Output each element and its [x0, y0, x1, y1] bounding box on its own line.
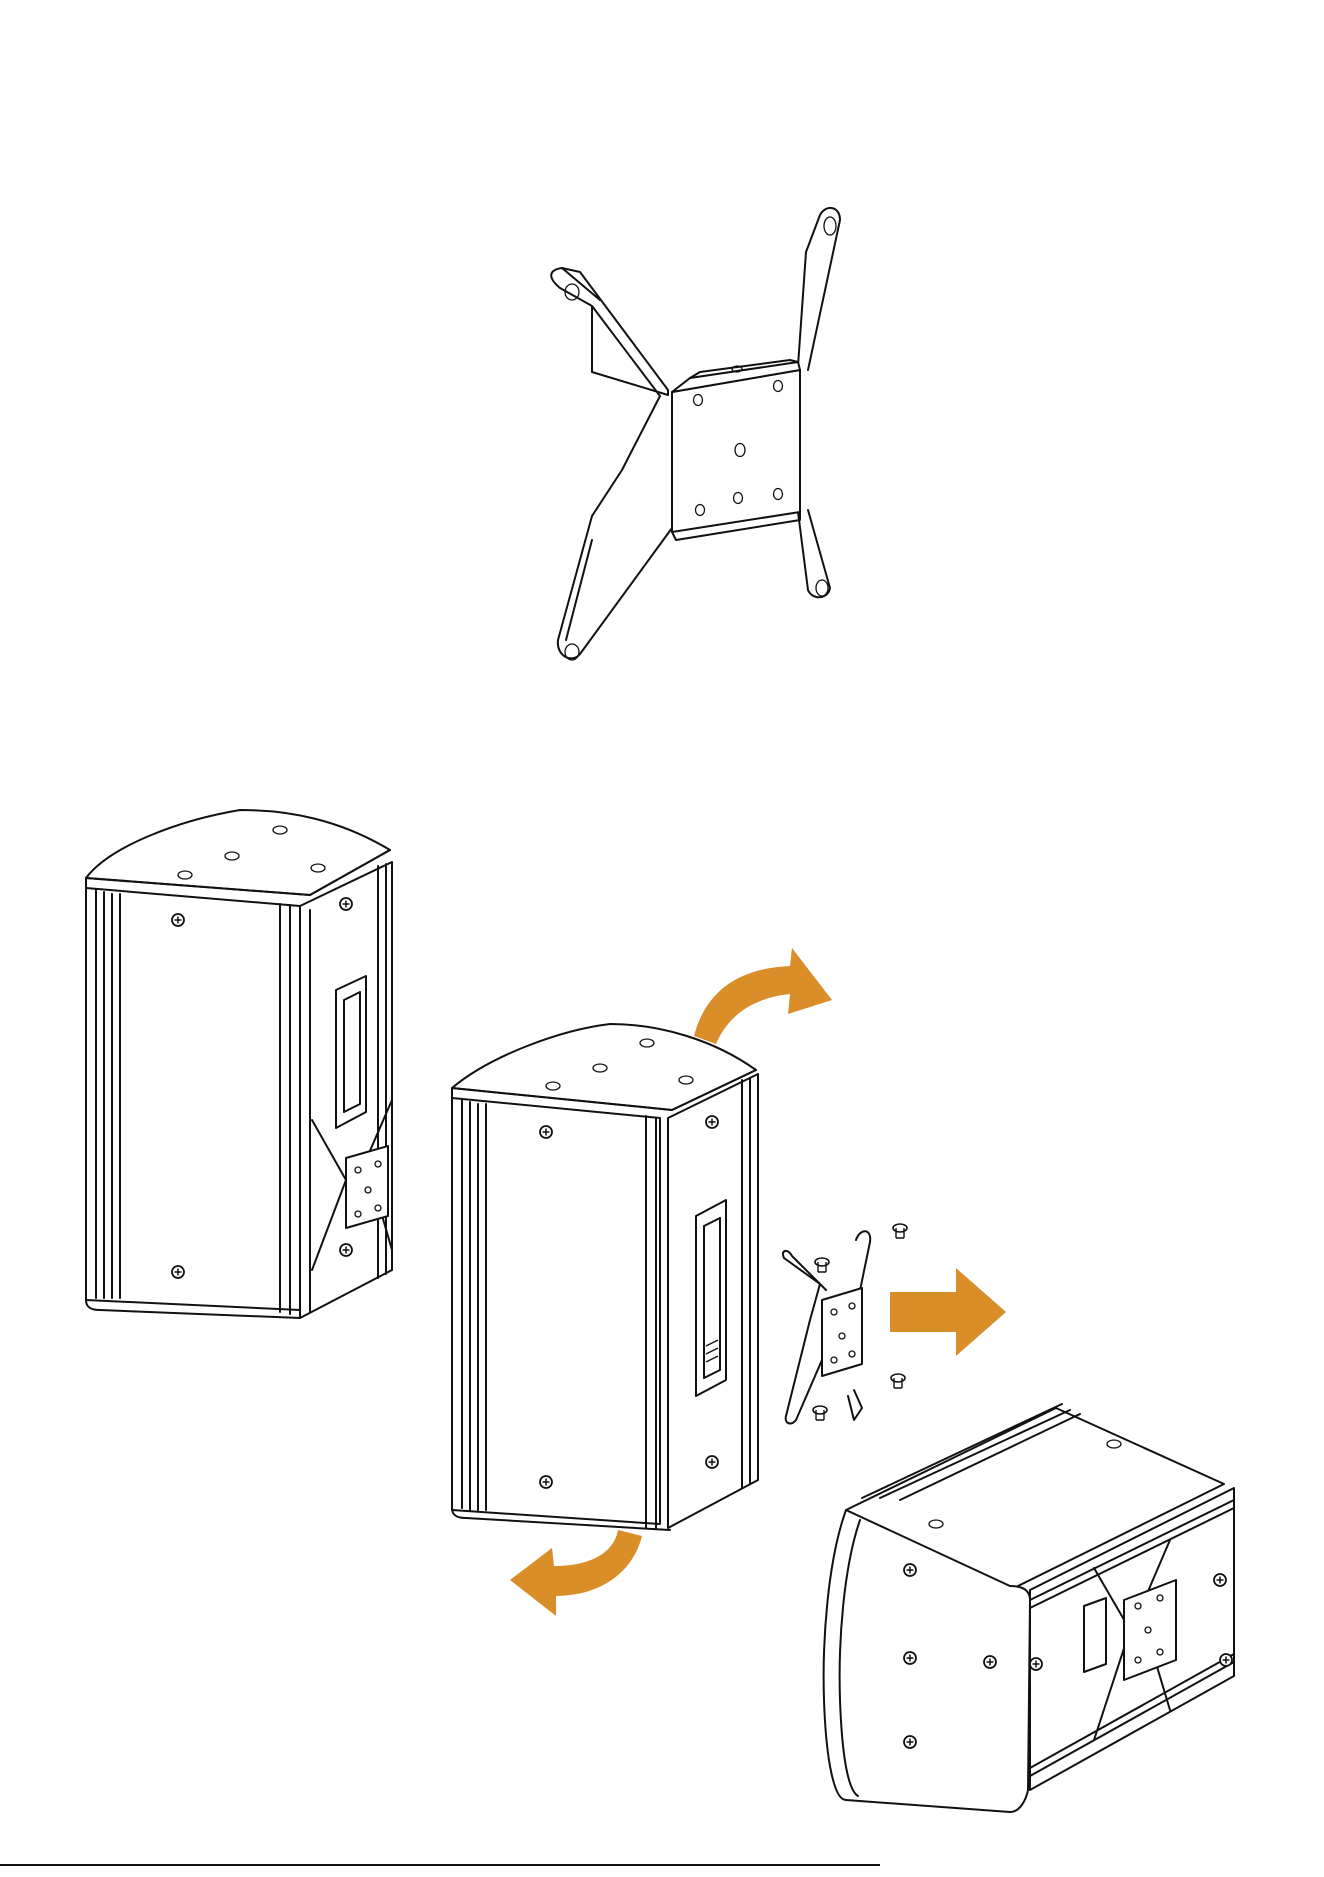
rotate-arrow-bottom: [510, 1530, 642, 1616]
direction-arrow-right: [890, 1268, 1006, 1356]
footer-rule: [0, 1864, 880, 1866]
exploded-bracket-with-screws: [783, 1224, 907, 1423]
speaker-with-bracket-attached: [86, 810, 392, 1318]
rotate-arrow-top: [694, 948, 832, 1044]
speaker-rear-view: [452, 1024, 758, 1530]
speaker-mounted-horizontal: [824, 1404, 1234, 1812]
mounting-bracket: [551, 208, 840, 660]
